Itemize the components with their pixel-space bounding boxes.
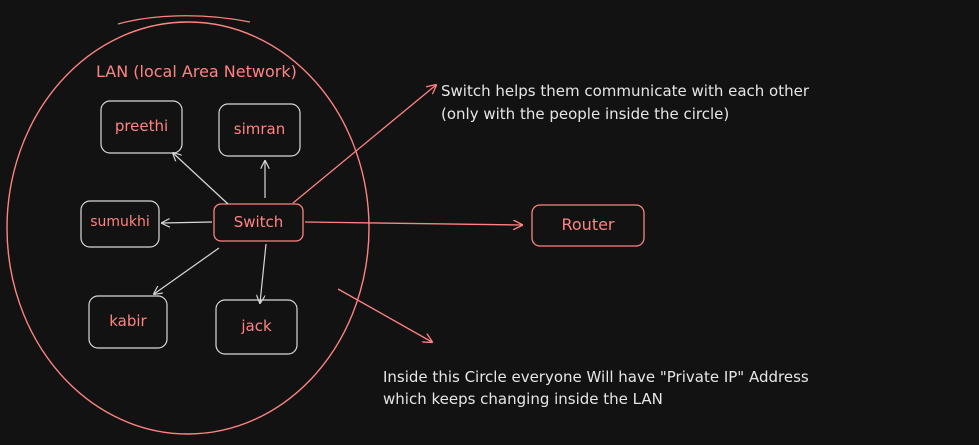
lan-title: LAN (local Area Network) (96, 62, 297, 81)
node-box-kabir (88, 295, 168, 349)
node-box-router (531, 204, 645, 247)
arrow-switch-router (304, 222, 522, 225)
node-label-router: Router (561, 215, 615, 234)
node-box-simran (218, 103, 301, 157)
arrow-switch-to-note (292, 85, 436, 204)
ip-note-line2: which keeps changing inside the LAN (383, 390, 663, 408)
lan-circle (6, 15, 370, 435)
node-label-jack: jack (241, 317, 272, 335)
arrow-switch-sumukhi (162, 222, 213, 223)
node-label-kabir: kabir (109, 312, 147, 330)
node-label-preethi: preethi (114, 117, 169, 135)
node-label-switch: Switch (233, 213, 284, 231)
arrow-switch-preethi (173, 153, 229, 205)
arrow-switch-jack (260, 243, 267, 303)
node-box-preethi (100, 100, 183, 154)
arrow-circle-to-ipnote (337, 288, 432, 342)
node-label-sumukhi: sumukhi (90, 214, 150, 230)
node-label-simran: simran (233, 120, 286, 138)
arrow-switch-kabir (154, 247, 220, 294)
node-box-switch (213, 203, 304, 242)
ip-note-line1: Inside this Circle everyone Will have "P… (383, 368, 809, 386)
node-box-sumukhi (80, 200, 160, 248)
switch-note-line1: Switch helps them communicate with each … (441, 82, 810, 100)
switch-note-line2: (only with the people inside the circle) (441, 105, 730, 123)
